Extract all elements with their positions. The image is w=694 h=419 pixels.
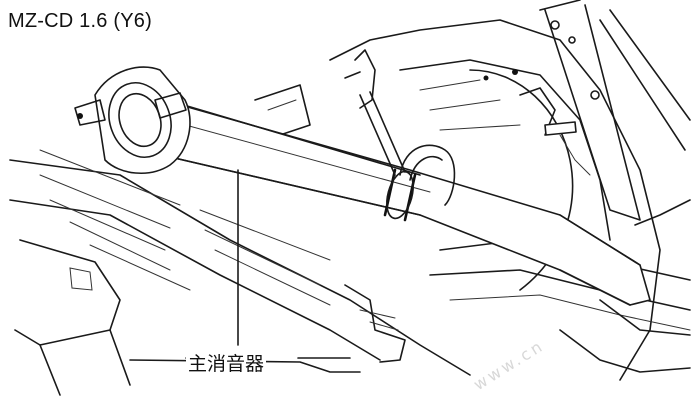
pipe-flange xyxy=(74,66,191,175)
callout-leader xyxy=(185,169,351,359)
vehicle-underbody xyxy=(9,0,691,396)
callout-label-main-muffler: 主消音器 xyxy=(186,349,267,376)
diagram-title: MZ-CD 1.6 (Y6) xyxy=(8,10,152,32)
main-muffler xyxy=(109,84,651,306)
